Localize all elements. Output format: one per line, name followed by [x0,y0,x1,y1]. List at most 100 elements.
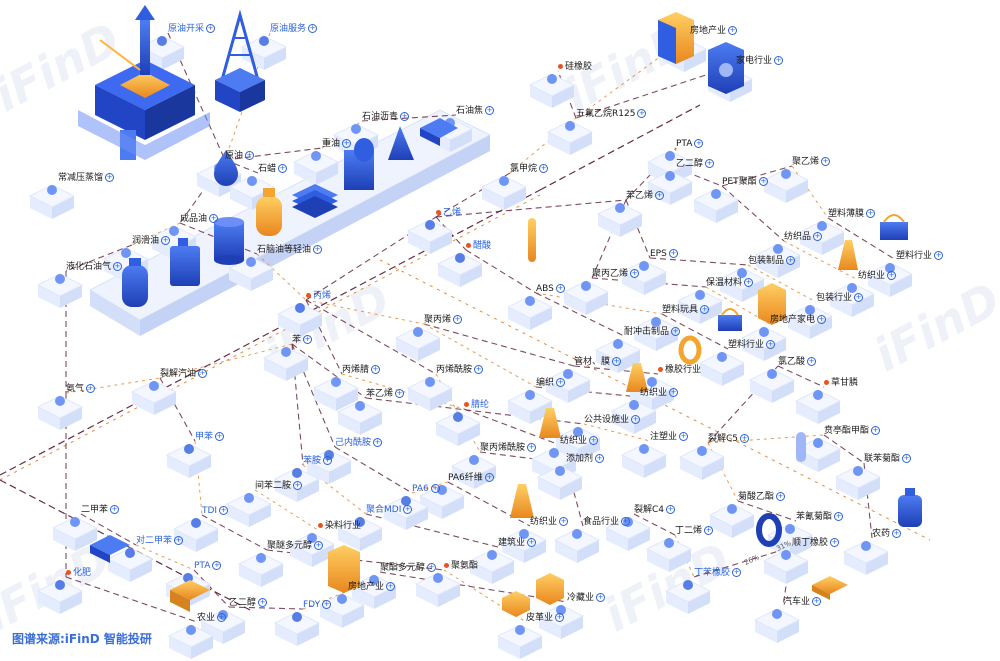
expand-icon[interactable]: + [612,357,622,366]
expand-icon[interactable]: + [830,538,840,547]
node-label[interactable]: 丙烯 [306,290,331,302]
expand-icon[interactable]: + [766,340,776,349]
expand-icon[interactable]: + [655,191,665,200]
expand-icon[interactable]: + [322,600,332,609]
expand-icon[interactable]: + [700,305,710,314]
node-label[interactable]: 丁二烯+ [675,525,715,537]
expand-icon[interactable]: + [403,505,413,514]
expand-icon[interactable]: + [198,369,208,378]
node-label[interactable]: 注塑业+ [650,431,690,443]
node-label[interactable]: 丙烯腈+ [342,364,382,376]
expand-icon[interactable]: + [427,563,437,572]
node-label[interactable]: 裂解C4+ [634,504,677,516]
expand-icon[interactable]: + [371,365,381,374]
node-label[interactable]: 皮革业+ [526,612,566,624]
node-label[interactable]: 氯甲烷+ [510,163,550,175]
expand-icon[interactable]: + [666,505,676,514]
node-label[interactable]: ABS+ [536,283,567,295]
expand-icon[interactable]: + [212,561,222,570]
expand-icon[interactable]: + [834,512,844,521]
node-label[interactable]: 醋酸 [466,240,491,252]
expand-icon[interactable]: + [206,24,216,33]
node-label[interactable]: 氯乙酸+ [778,356,818,368]
node-label[interactable]: 塑料薄膜+ [828,208,877,220]
expand-icon[interactable]: + [527,443,537,452]
node-label[interactable]: PTA+ [676,138,705,150]
node-label[interactable]: 腈纶 [464,399,489,411]
expand-icon[interactable]: + [934,251,944,260]
expand-icon[interactable]: + [430,484,440,493]
expand-icon[interactable]: + [902,454,912,463]
node-label[interactable]: PET聚酯+ [722,176,770,188]
node-label[interactable]: 乙烯 [436,207,461,219]
node-label[interactable]: 己内酰胺+ [335,437,384,449]
node-label[interactable]: 房地产家电+ [770,314,828,326]
node-label[interactable]: 乙二醇+ [676,158,716,170]
expand-icon[interactable]: + [854,293,864,302]
node-label[interactable]: 橡胶行业 [658,364,701,376]
expand-icon[interactable]: + [209,214,219,223]
expand-icon[interactable]: + [395,389,405,398]
node-label[interactable]: 塑料行业+ [896,250,945,262]
node-label[interactable]: 草甘膦 [824,377,858,389]
node-label[interactable]: 二甲苯+ [81,504,121,516]
node-label[interactable]: 汽车业+ [783,596,823,608]
node-label[interactable]: 农药+ [872,528,903,540]
expand-icon[interactable]: + [556,378,566,387]
expand-icon[interactable]: + [596,593,606,602]
node-label[interactable]: 塑料行业+ [728,339,777,351]
expand-icon[interactable]: + [704,526,714,535]
expand-icon[interactable]: + [323,456,333,465]
node-label[interactable]: 保温材料+ [706,277,755,289]
node-label[interactable]: 苯胺+ [303,455,334,467]
expand-icon[interactable]: + [679,432,689,441]
expand-icon[interactable]: + [293,481,303,490]
expand-icon[interactable]: + [744,278,754,287]
expand-icon[interactable]: + [813,232,823,241]
node-label[interactable]: 包装制品+ [748,255,797,267]
expand-icon[interactable]: + [555,613,565,622]
node-label[interactable]: 冷藏业+ [567,592,607,604]
expand-icon[interactable]: + [474,365,484,374]
expand-icon[interactable]: + [386,582,396,591]
node-label[interactable]: PA6+ [412,483,442,495]
node-label[interactable]: 丙烯酰胺+ [436,364,485,376]
expand-icon[interactable]: + [630,269,640,278]
node-label[interactable]: 原油+ [225,150,256,162]
expand-icon[interactable]: + [527,538,537,547]
node-label[interactable]: 重油+ [322,138,353,150]
expand-icon[interactable]: + [671,327,681,336]
node-label[interactable]: 石脑油等轻油+ [257,244,324,256]
node-label[interactable]: 农业+ [197,612,228,624]
expand-icon[interactable]: + [215,432,225,441]
node-label[interactable]: 编织+ [536,377,567,389]
node-label[interactable]: 苯乙烯+ [366,388,406,400]
node-label[interactable]: 润滑油+ [132,235,172,247]
expand-icon[interactable]: + [485,106,495,115]
expand-icon[interactable]: + [776,492,786,501]
node-label[interactable]: 联苯菊酯+ [864,453,913,465]
node-label[interactable]: 房地产业+ [690,25,739,37]
expand-icon[interactable]: + [812,597,822,606]
node-label[interactable]: 纺织业+ [530,516,570,528]
node-label[interactable]: 聚醚多元醇+ [267,540,325,552]
node-label[interactable]: 家电行业+ [736,55,785,67]
node-label[interactable]: 纺织业+ [858,270,898,282]
node-label[interactable]: PA6纤维+ [448,472,496,484]
node-label[interactable]: 石油焦+ [456,105,496,117]
node-label[interactable]: 五氟乙烷R125+ [576,108,648,120]
expand-icon[interactable]: + [313,245,323,254]
node-label[interactable]: 丁苯橡胶+ [694,567,743,579]
node-label[interactable]: 裂解C5+ [708,433,751,445]
expand-icon[interactable]: + [113,262,123,271]
expand-icon[interactable]: + [821,157,831,166]
node-label[interactable]: EPS+ [650,248,680,260]
node-label[interactable]: 聚丙烯酰胺+ [480,442,538,454]
node-label[interactable]: 间苯二胺+ [255,480,304,492]
expand-icon[interactable]: + [807,357,817,366]
expand-icon[interactable]: + [559,517,569,526]
node-label[interactable]: 成品油+ [180,213,220,225]
node-label[interactable]: 聚丙烯+ [424,314,464,326]
node-label[interactable]: 甲苯+ [195,431,226,443]
expand-icon[interactable]: + [817,315,827,324]
